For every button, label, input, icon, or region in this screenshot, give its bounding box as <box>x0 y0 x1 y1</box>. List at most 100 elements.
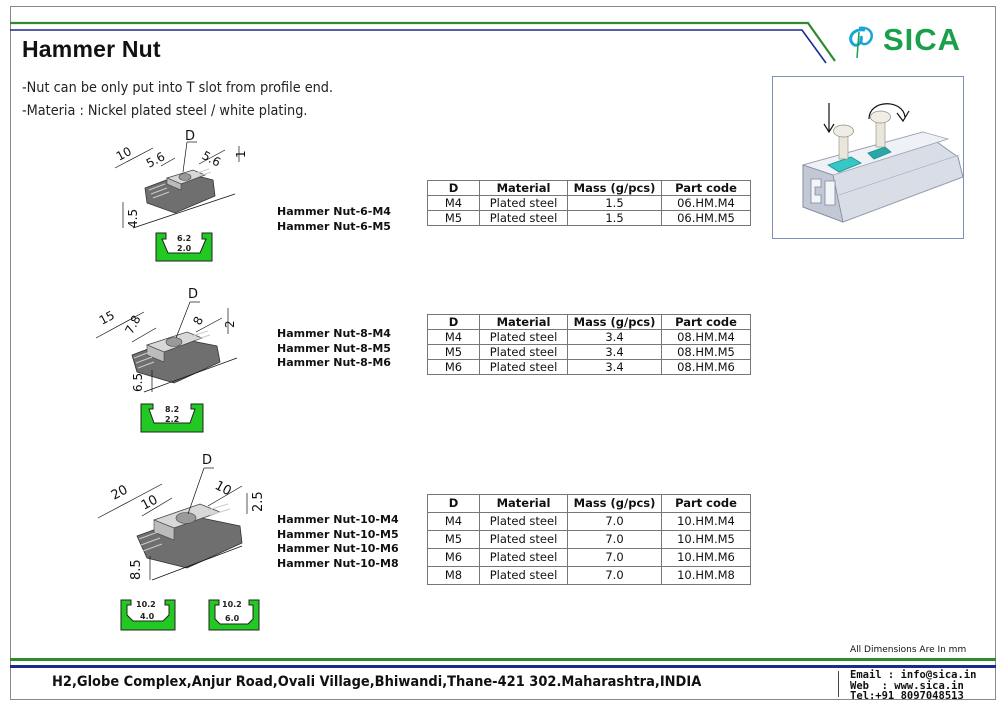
dim-length: 10 <box>114 144 134 164</box>
cell-material: Plated steel <box>479 512 568 531</box>
table-row: M5 Plated steel 7.0 10.HM.M5 <box>427 530 751 549</box>
col-mass: Mass (g/pcs) <box>567 494 662 513</box>
cell-mass: 3.4 <box>567 329 662 345</box>
product-name: Hammer Nut-6-M5 <box>277 219 391 233</box>
cell-mass: 1.5 <box>567 210 662 226</box>
slot-width-label: 6.2 <box>177 234 191 243</box>
hammer-nut-10-drawing: D 20 10 10 2.5 8.5 <box>97 453 266 581</box>
col-mass: Mass (g/pcs) <box>567 314 662 330</box>
spec-table-6: D Material Mass (g/pcs) Part code M4 Pla… <box>427 180 751 226</box>
cell-part-code: 08.HM.M5 <box>661 344 751 360</box>
product-name: Hammer Nut-8-M4 <box>277 327 391 340</box>
footer-green-line <box>10 658 996 661</box>
t-slot-profile-10-b: 10.2 6.0 <box>208 599 260 631</box>
cell-material: Plated steel <box>479 359 568 375</box>
cell-material: Plated steel <box>479 566 568 585</box>
slot-width-label: 8.2 <box>165 405 179 414</box>
table-header-row: D Material Mass (g/pcs) Part code <box>427 494 751 513</box>
sica-swirl-logo-icon <box>849 26 873 59</box>
t-slot-profile-10-a: 10.2 4.0 <box>120 599 176 631</box>
table-row: M4 Plated steel 3.4 08.HM.M4 <box>427 329 751 345</box>
bolt-icon <box>833 124 854 160</box>
table-row: M6 Plated steel 7.0 10.HM.M6 <box>427 548 751 567</box>
cell-d: M4 <box>427 329 480 345</box>
cell-material: Plated steel <box>479 344 568 360</box>
col-part-code: Part code <box>661 314 751 330</box>
cell-material: Plated steel <box>479 195 568 211</box>
table-header-row: D Material Mass (g/pcs) Part code <box>427 314 751 330</box>
description-line-1: -Nut can be only put into T slot from pr… <box>22 80 334 96</box>
cell-part-code: 06.HM.M5 <box>661 210 751 226</box>
col-material: Material <box>479 314 568 330</box>
col-mass: Mass (g/pcs) <box>567 180 662 196</box>
cell-d: M5 <box>427 210 480 226</box>
cell-mass: 7.0 <box>567 530 662 549</box>
dim-inner: 7.8 <box>122 313 143 336</box>
table-row: M5 Plated steel 1.5 06.HM.M5 <box>427 210 751 226</box>
dim-height: 6.5 <box>131 373 145 392</box>
dim-top: 2.5 <box>251 491 266 512</box>
header-blue-line <box>10 29 827 64</box>
page-frame <box>10 6 996 700</box>
col-part-code: Part code <box>661 494 751 513</box>
cell-part-code: 08.HM.M6 <box>661 359 751 375</box>
product-name: Hammer Nut-8-M6 <box>277 356 391 370</box>
logo-text: SICA <box>883 22 962 57</box>
down-arrow-icon <box>823 103 835 134</box>
table-row: M6 Plated steel 3.4 08.HM.M6 <box>427 359 751 375</box>
product-name: Hammer Nut-6-M4 <box>277 205 391 218</box>
col-part-code: Part code <box>661 180 751 196</box>
sica-logo: SICA <box>845 22 980 62</box>
product-name: Hammer Nut-10-M4 <box>277 513 399 526</box>
dim-d-label: D <box>185 129 195 144</box>
cell-d: M6 <box>427 548 480 567</box>
cell-material: Plated steel <box>479 210 568 226</box>
dim-length: 20 <box>109 483 131 504</box>
dim-d-label: D <box>188 287 198 302</box>
contact-tel: Tel:+91 8097048513 <box>850 690 964 702</box>
dim-width: 5.6 <box>200 148 223 169</box>
dim-top: 2 <box>223 320 237 328</box>
dim-top: 1 <box>234 150 248 158</box>
profile-with-hammer-nuts-illustration <box>772 76 964 239</box>
product-name: Hammer Nut-10-M8 <box>277 556 399 570</box>
cell-d: M4 <box>427 195 480 211</box>
dim-d-label: D <box>202 453 212 468</box>
product-name: Hammer Nut-10-M5 <box>277 527 399 541</box>
cell-d: M5 <box>427 344 480 360</box>
footer-divider <box>838 671 839 697</box>
slot-depth-label: 6.0 <box>225 614 240 623</box>
page-frame-bottom <box>10 699 996 700</box>
table-row: M5 Plated steel 3.4 08.HM.M5 <box>427 344 751 360</box>
cell-part-code: 10.HM.M6 <box>661 548 751 567</box>
col-d: D <box>427 314 480 330</box>
spec-table-8: D Material Mass (g/pcs) Part code M4 Pla… <box>427 314 751 375</box>
dim-inner: 5.6 <box>144 149 167 170</box>
slot-depth-label: 2.0 <box>177 244 192 253</box>
cell-d: M4 <box>427 512 480 531</box>
cell-mass: 7.0 <box>567 566 662 585</box>
slot-width-label: 10.2 <box>222 600 242 609</box>
table-header-row: D Material Mass (g/pcs) Part code <box>427 180 751 196</box>
cell-mass: 3.4 <box>567 359 662 375</box>
dim-height: 8.5 <box>129 559 144 580</box>
table-row: M4 Plated steel 1.5 06.HM.M4 <box>427 195 751 211</box>
cell-d: M5 <box>427 530 480 549</box>
spec-table-10: D Material Mass (g/pcs) Part code M4 Pla… <box>427 494 751 585</box>
slot-depth-label: 4.0 <box>140 612 155 621</box>
header-green-line <box>10 21 836 62</box>
page-title: Hammer Nut <box>22 36 161 62</box>
hammer-nut-6-drawing: D 10 5.6 5.6 1 4.5 <box>114 129 248 229</box>
table-row: M4 Plated steel 7.0 10.HM.M4 <box>427 512 751 531</box>
hammer-nut-8-drawing: D 15 7.8 8 2 6.5 <box>95 287 238 393</box>
product-name: Hammer Nut-10-M6 <box>277 542 399 556</box>
cell-mass: 3.4 <box>567 344 662 360</box>
header-rule-lines <box>10 21 836 64</box>
dim-width: 10 <box>212 478 234 499</box>
cell-d: M6 <box>427 359 480 375</box>
cell-mass: 1.5 <box>567 195 662 211</box>
slot-depth-label: 2.2 <box>165 415 179 424</box>
col-d: D <box>427 180 480 196</box>
dim-height: 4.5 <box>126 209 140 228</box>
dim-inner: 10 <box>139 493 161 514</box>
